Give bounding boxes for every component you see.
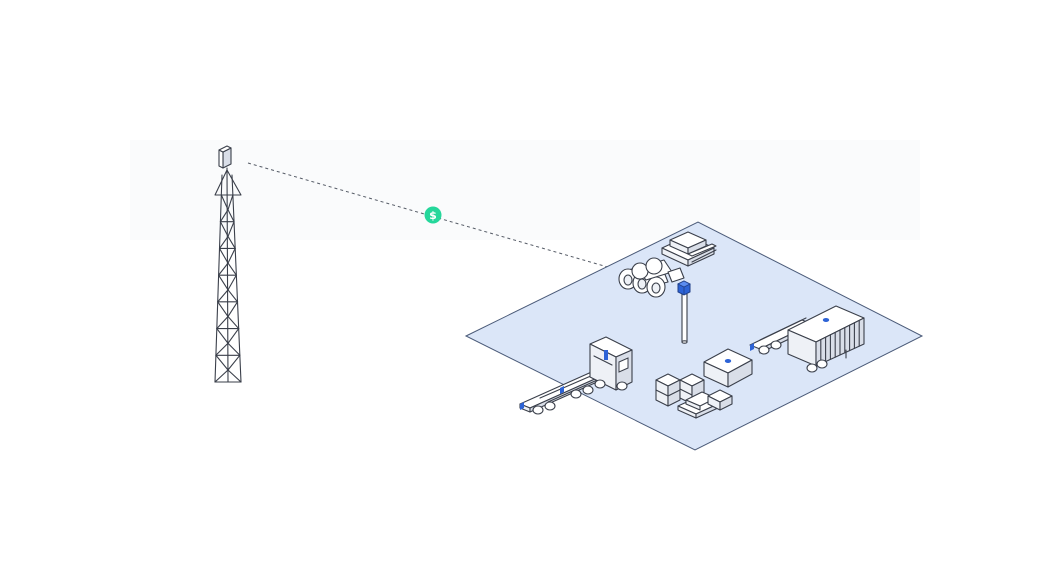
background-band — [130, 140, 920, 240]
tower-brace — [217, 301, 229, 318]
dollar-symbol: $ — [429, 209, 437, 222]
lattice-tower-icon — [214, 169, 242, 383]
ground-plane — [464, 221, 924, 451]
tower-brace — [214, 369, 229, 383]
tower-brace — [227, 301, 239, 318]
crate-stack-icon — [655, 373, 733, 419]
tower-brace — [218, 262, 229, 276]
crate-stack-back-icon — [661, 231, 717, 267]
tower-brace — [218, 274, 229, 291]
tower-brace — [227, 289, 239, 303]
box-trailer-icon — [749, 305, 865, 373]
tower-brace — [220, 194, 229, 211]
tower-brace — [227, 209, 235, 223]
semi-truck-icon — [519, 336, 633, 415]
tower-brace — [216, 328, 229, 344]
antenna-box-icon — [218, 145, 232, 173]
tower-brace — [227, 194, 234, 211]
tower-brace — [218, 235, 229, 249]
tower-brace — [216, 315, 229, 330]
tower-brace — [227, 328, 240, 344]
tower-brace — [227, 247, 236, 264]
container-box-icon — [703, 348, 753, 388]
tower-brace — [227, 315, 240, 330]
tower-brace — [217, 289, 229, 303]
tower-brace — [219, 209, 229, 223]
tower-brace — [215, 354, 229, 371]
tank-cluster-icon — [618, 257, 685, 298]
tower-brace — [218, 247, 229, 264]
pole-sensor-icon — [677, 280, 691, 344]
tower-brace — [227, 342, 241, 356]
tower-brace — [227, 262, 237, 276]
tower-brace — [215, 342, 229, 356]
tower-brace — [227, 235, 236, 249]
tower-brace — [219, 221, 229, 237]
tower-brace — [227, 354, 241, 371]
tower-brace — [227, 221, 235, 237]
tower-brace — [227, 274, 237, 291]
dollar-icon: $ — [424, 206, 442, 224]
tower-brace — [227, 369, 242, 383]
